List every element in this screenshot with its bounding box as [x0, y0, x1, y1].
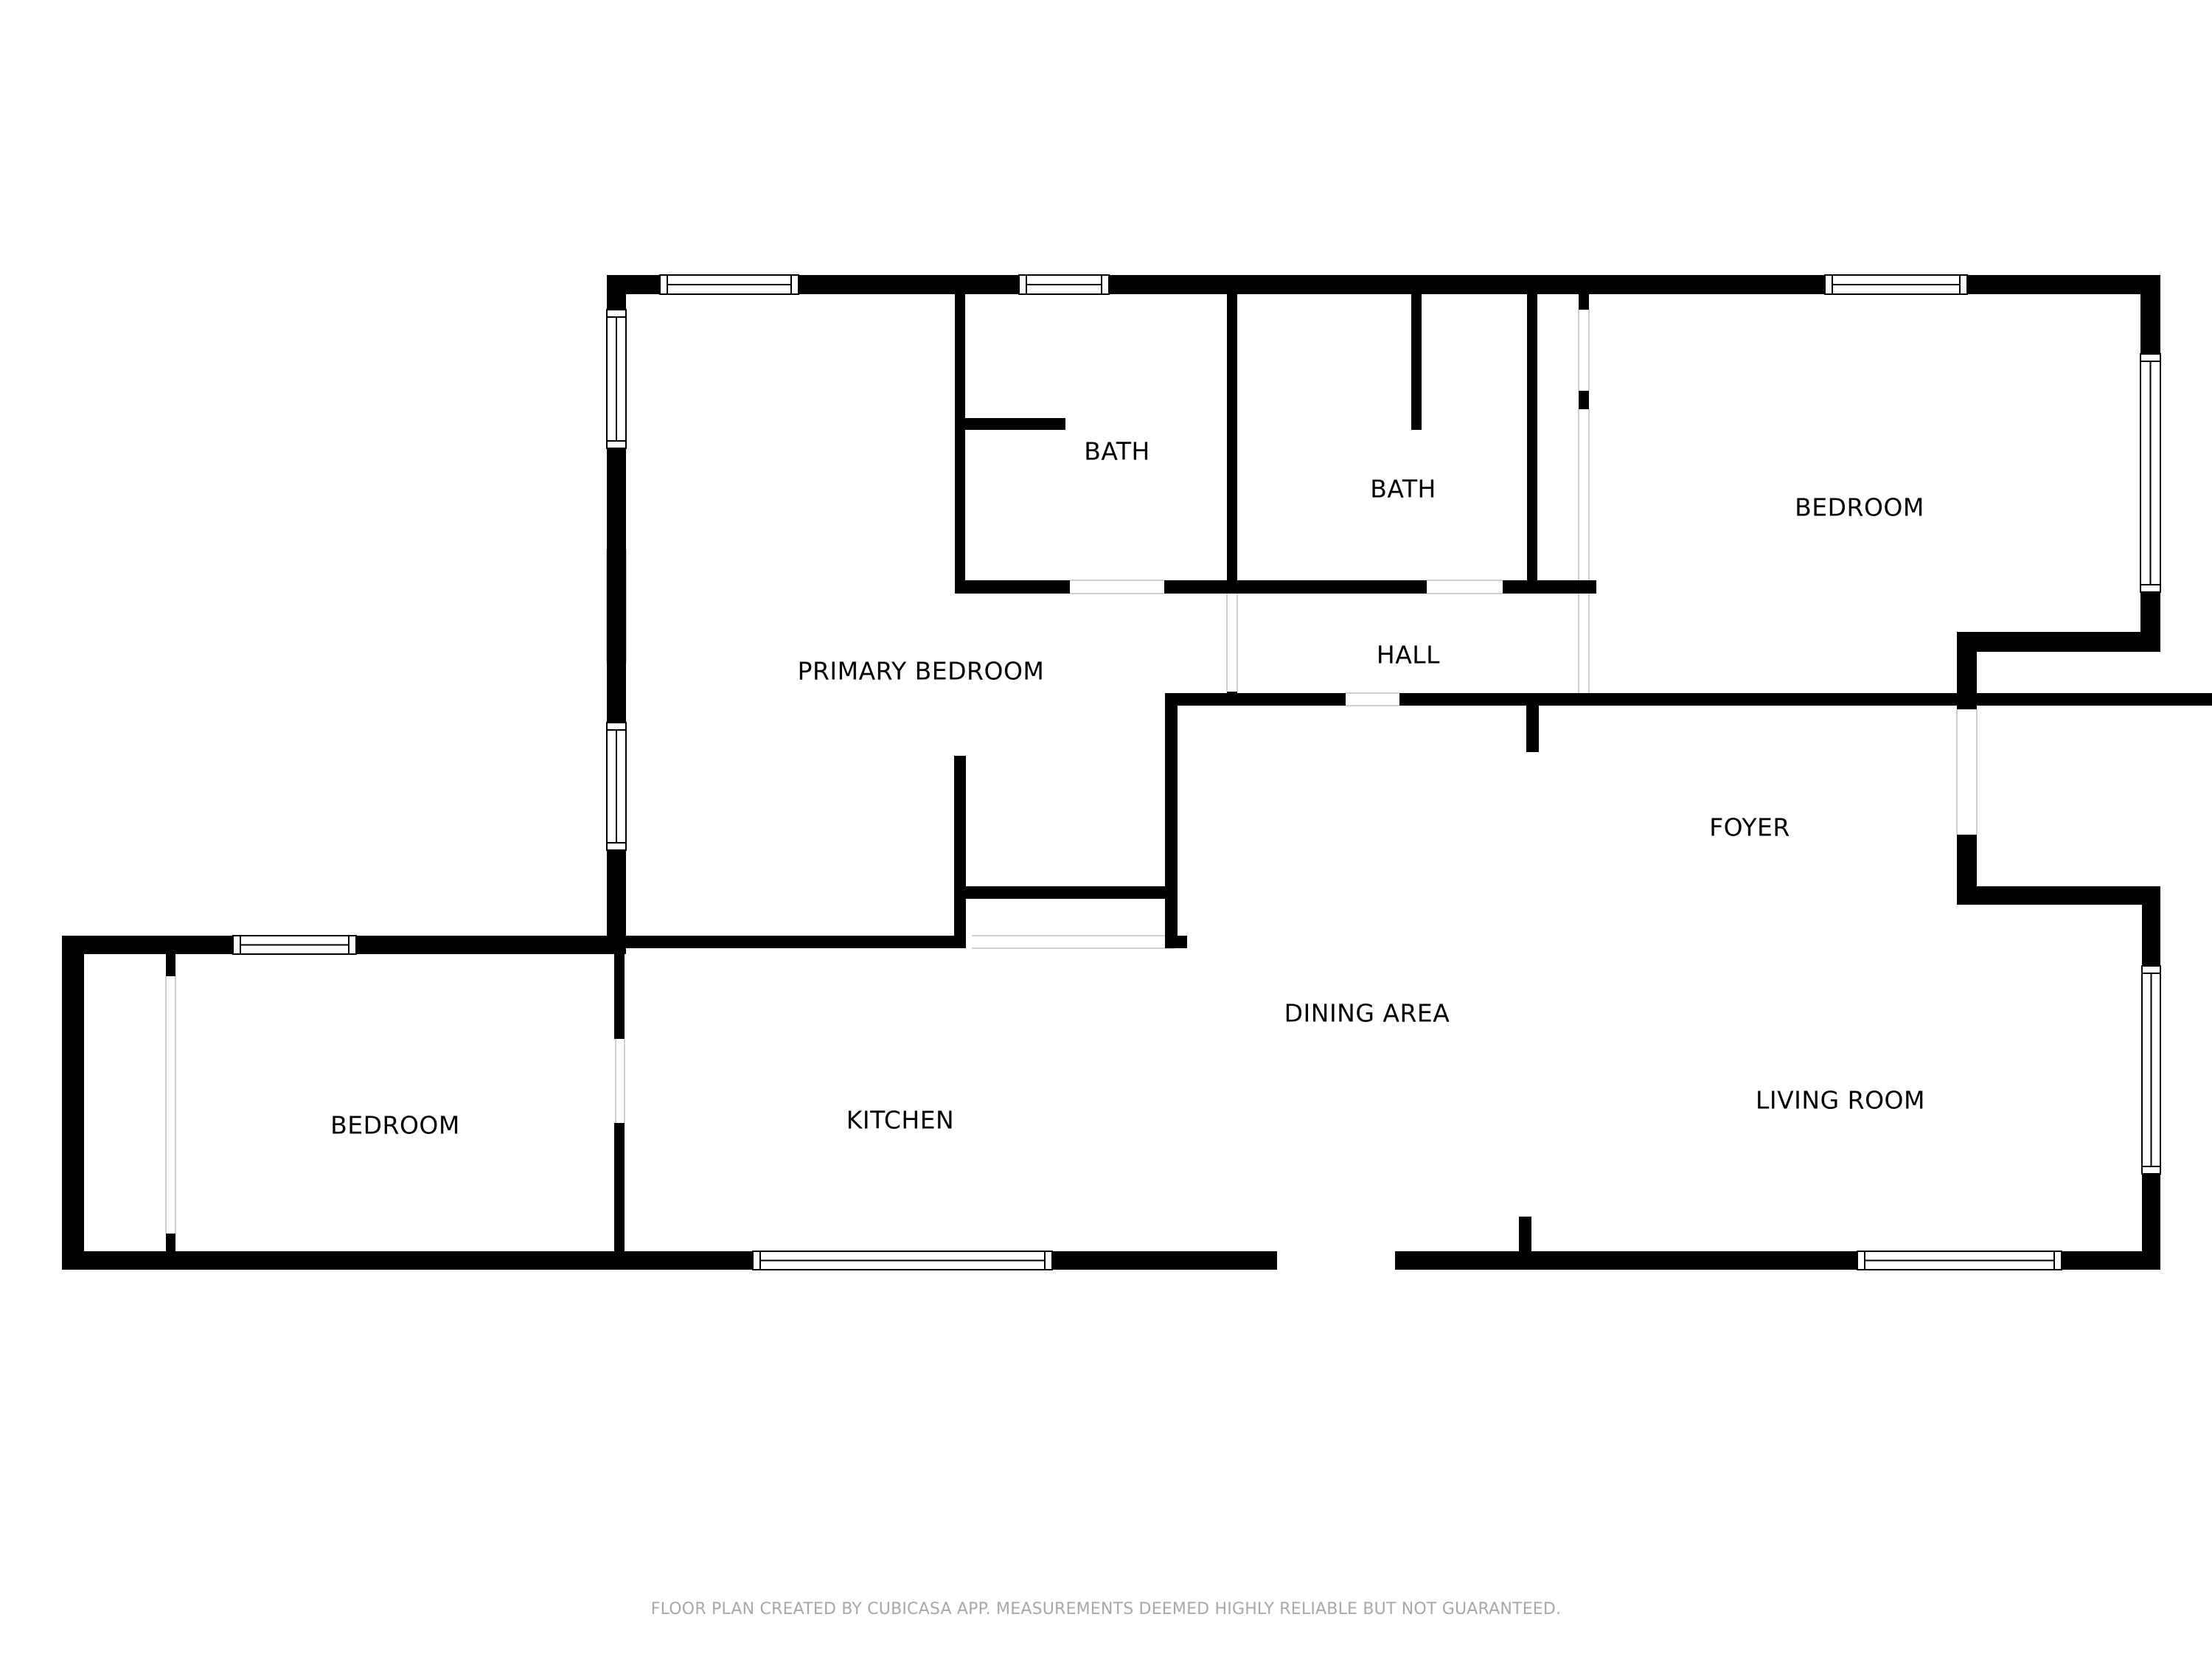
door-opening: [1578, 409, 1590, 580]
room-label-hall: HALL: [1377, 641, 1440, 669]
wall-segment: [1515, 693, 1965, 706]
room-labels: PRIMARY BEDROOM BATH BATH HALL BEDROOM FOYER D…: [330, 437, 1925, 1140]
room-label-bath-2: BATH: [1370, 475, 1436, 504]
wall-segment: [1227, 275, 1237, 594]
window-icon: [606, 722, 627, 851]
wall-segment: [616, 936, 966, 948]
door-opening: [972, 935, 1175, 949]
door-opening: [1226, 594, 1238, 692]
wall-segment: [955, 580, 1070, 594]
wall-segment: [1957, 632, 2160, 652]
door-opening: [1578, 594, 1590, 693]
window-icon: [2140, 353, 2161, 593]
door-opening: [165, 976, 176, 1234]
wall-segment: [166, 1234, 175, 1263]
room-label-bedroom-right: BEDROOM: [1795, 493, 1924, 522]
wall-segment: [614, 1123, 625, 1270]
wall-segment: [965, 418, 1065, 430]
wall-segment: [1579, 693, 1589, 706]
wall-segment: [966, 886, 1175, 899]
wall-segment: [1579, 580, 1589, 594]
window-icon: [232, 935, 357, 955]
wall-segment: [1175, 936, 1187, 948]
wall-segment: [1227, 580, 1427, 594]
wall-segment: [1164, 580, 1237, 594]
room-label-bedroom-left: BEDROOM: [330, 1111, 460, 1140]
wall-segment: [1579, 275, 1589, 310]
wall-segment: [1957, 886, 2160, 905]
room-label-primary-bedroom: PRIMARY BEDROOM: [798, 657, 1045, 686]
wall-segment: [1227, 692, 1237, 704]
wall-segment: [62, 1251, 1277, 1270]
wall-segment: [1579, 391, 1589, 409]
door-opening: [1956, 709, 1978, 835]
wall-segment: [1527, 275, 1537, 594]
door-opening: [1346, 692, 1399, 706]
wall-segment: [1526, 693, 1539, 752]
window-icon: [752, 1251, 1053, 1270]
window-icon: [606, 309, 627, 449]
room-label-foyer: FOYER: [1709, 813, 1790, 842]
wall-segment: [955, 275, 965, 594]
wall-segment: [1165, 693, 1178, 948]
wall-segment: [166, 936, 175, 976]
door-opening: [1578, 310, 1590, 391]
door-opening: [1427, 580, 1503, 594]
wall-segment: [62, 936, 84, 1270]
door-opening: [1070, 580, 1164, 594]
wall-segment: [1165, 693, 1346, 706]
window-icon: [1018, 274, 1110, 295]
room-label-living-room: LIVING ROOM: [1756, 1086, 1925, 1115]
room-label-dining-area: DINING AREA: [1284, 999, 1450, 1028]
windows: [232, 274, 2161, 1270]
wall-segment: [614, 936, 625, 1039]
door-openings: [165, 310, 1978, 1234]
room-label-kitchen: KITCHEN: [846, 1106, 955, 1135]
window-icon: [659, 274, 799, 295]
disclaimer-note: FLOOR PLAN CREATED BY CUBICASA APP. MEAS…: [650, 1600, 1562, 1618]
door-opening: [615, 1039, 625, 1123]
wall-segment: [954, 756, 966, 948]
wall-segment: [1411, 275, 1422, 430]
wall-segment: [1519, 1217, 1531, 1253]
wall-segment: [1960, 693, 1975, 706]
wall-segment: [1503, 580, 1596, 594]
window-icon: [1857, 1251, 2062, 1270]
window-icon: [2141, 965, 2161, 1175]
room-label-bath-1: BATH: [1084, 437, 1150, 466]
window-icon: [1824, 274, 1968, 295]
